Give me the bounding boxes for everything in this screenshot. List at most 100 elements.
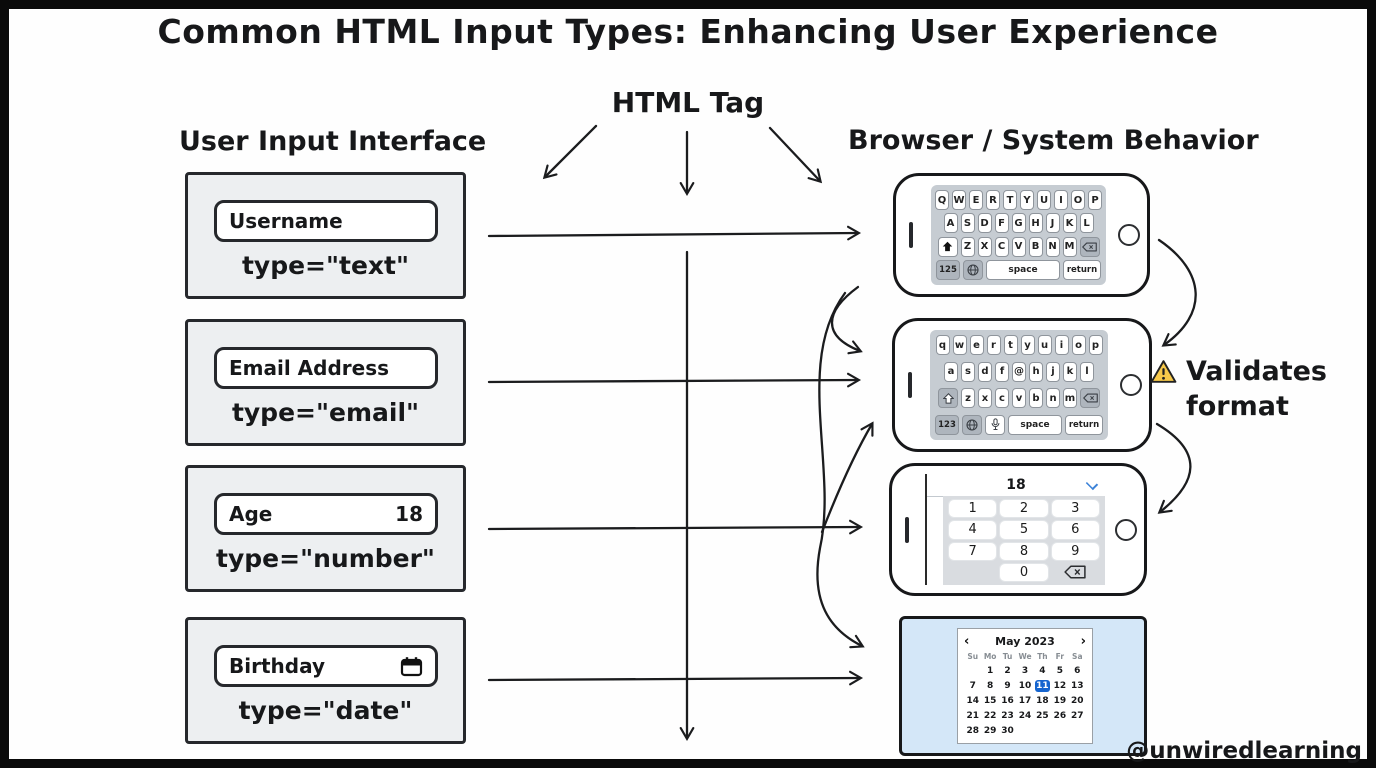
day-cell[interactable]: 7	[969, 680, 976, 691]
day-cell[interactable]: 6	[1074, 665, 1081, 676]
key-w[interactable]: w	[952, 335, 967, 355]
day-cell[interactable]: 29	[983, 726, 997, 737]
key-x[interactable]: x	[978, 388, 992, 409]
key-z[interactable]: z	[961, 388, 975, 409]
key-D[interactable]: D	[977, 213, 992, 234]
key-A[interactable]: A	[943, 213, 958, 234]
key-X[interactable]: X	[977, 236, 992, 257]
day-cell[interactable]: 2	[1004, 665, 1011, 676]
mic-key[interactable]	[985, 414, 1005, 435]
key-R[interactable]: R	[986, 190, 1000, 210]
shift-key[interactable]	[938, 388, 958, 409]
day-cell[interactable]: 15	[983, 696, 997, 706]
key-y[interactable]: y	[1020, 335, 1035, 355]
username-input-field[interactable]: Username	[214, 200, 438, 242]
day-cell[interactable]: 17	[1018, 696, 1032, 706]
key-n[interactable]: n	[1046, 388, 1060, 409]
day-cell[interactable]: 18	[1036, 696, 1049, 706]
key-T[interactable]: T	[1003, 190, 1017, 210]
age-input-field[interactable]: Age 18	[214, 493, 438, 535]
key-4[interactable]: 4	[949, 521, 997, 539]
day-cell[interactable]: 19	[1053, 696, 1067, 706]
key-7[interactable]: 7	[949, 542, 997, 560]
key-U[interactable]: U	[1037, 190, 1051, 210]
selected-day-cell[interactable]: 11	[1034, 679, 1051, 692]
key-l[interactable]: l	[1080, 361, 1094, 382]
key-8[interactable]: 8	[1000, 542, 1048, 560]
globe-key[interactable]	[963, 259, 983, 280]
key-J[interactable]: J	[1045, 213, 1060, 234]
day-cell[interactable]: 10	[1018, 680, 1032, 691]
day-cell[interactable]: 12	[1053, 680, 1067, 691]
birthday-input-field[interactable]: Birthday	[214, 645, 438, 687]
calendar-icon[interactable]	[400, 656, 423, 677]
key-E[interactable]: E	[969, 190, 983, 210]
key-e[interactable]: e	[969, 335, 984, 355]
day-cell[interactable]: 21	[966, 711, 979, 722]
numbers-key[interactable]: 123	[935, 414, 959, 435]
day-cell[interactable]: 16	[1001, 696, 1014, 706]
day-cell[interactable]: 13	[1071, 680, 1084, 691]
home-button[interactable]	[1118, 224, 1140, 246]
return-key[interactable]: return	[1063, 259, 1101, 280]
key-0[interactable]: 0	[1000, 563, 1048, 581]
key-B[interactable]: B	[1028, 236, 1043, 257]
space-key[interactable]: space	[1008, 414, 1062, 435]
day-cell[interactable]: 25	[1036, 711, 1049, 722]
key-b[interactable]: b	[1029, 388, 1043, 409]
day-cell[interactable]: 1	[987, 665, 994, 676]
key-k[interactable]: k	[1063, 361, 1077, 382]
key-F[interactable]: F	[994, 213, 1009, 234]
key-m[interactable]: m	[1063, 388, 1077, 409]
home-button[interactable]	[1115, 518, 1137, 541]
key-Y[interactable]: Y	[1020, 190, 1034, 210]
key-v[interactable]: v	[1012, 388, 1026, 409]
key-t[interactable]: t	[1003, 335, 1018, 355]
numbers-key[interactable]: 125	[936, 259, 960, 280]
key-P[interactable]: P	[1088, 190, 1102, 210]
space-key[interactable]: space	[986, 259, 1060, 280]
chevron-down-icon[interactable]	[1085, 477, 1099, 491]
key-V[interactable]: V	[1011, 236, 1026, 257]
key-S[interactable]: S	[960, 213, 975, 234]
backspace-key[interactable]	[1080, 388, 1100, 409]
key-C[interactable]: C	[994, 236, 1009, 257]
next-month-button[interactable]: ›	[1080, 634, 1086, 649]
key-I[interactable]: I	[1054, 190, 1068, 210]
key-f[interactable]: f	[995, 361, 1009, 382]
key-Z[interactable]: Z	[960, 236, 975, 257]
key-2[interactable]: 2	[1000, 500, 1048, 518]
day-cell[interactable]: 22	[983, 711, 997, 722]
key-j[interactable]: j	[1046, 361, 1060, 382]
day-cell[interactable]: 23	[1001, 711, 1014, 722]
day-cell[interactable]: 9	[1004, 680, 1011, 691]
day-cell[interactable]: 3	[1021, 665, 1029, 676]
key-K[interactable]: K	[1062, 213, 1077, 234]
email-input-field[interactable]: Email Address	[214, 347, 438, 389]
day-cell[interactable]: 14	[966, 696, 979, 706]
key-d[interactable]: d	[978, 361, 992, 382]
day-cell[interactable]: 24	[1018, 711, 1032, 722]
key-9[interactable]: 9	[1051, 542, 1099, 560]
key-q[interactable]: q	[935, 335, 950, 355]
key-a[interactable]: a	[944, 361, 958, 382]
day-cell[interactable]: 30	[1001, 726, 1014, 737]
key-1[interactable]: 1	[949, 500, 997, 518]
key-c[interactable]: c	[995, 388, 1009, 409]
day-cell[interactable]: 27	[1071, 711, 1084, 722]
key-i[interactable]: i	[1054, 335, 1069, 355]
day-cell[interactable]: 26	[1053, 711, 1067, 722]
day-cell[interactable]: 20	[1071, 696, 1084, 706]
key-3[interactable]: 3	[1051, 500, 1099, 518]
return-key[interactable]: return	[1065, 414, 1103, 435]
day-cell[interactable]: 28	[966, 726, 979, 737]
shift-key[interactable]	[937, 236, 958, 257]
backspace-key[interactable]	[1052, 564, 1099, 581]
key-W[interactable]: W	[952, 190, 966, 210]
key-s[interactable]: s	[961, 361, 975, 382]
day-cell[interactable]: 8	[987, 680, 994, 691]
day-cell[interactable]: 4	[1039, 665, 1046, 676]
key-p[interactable]: p	[1088, 335, 1103, 355]
key-r[interactable]: r	[986, 335, 1001, 355]
key-u[interactable]: u	[1037, 335, 1052, 355]
